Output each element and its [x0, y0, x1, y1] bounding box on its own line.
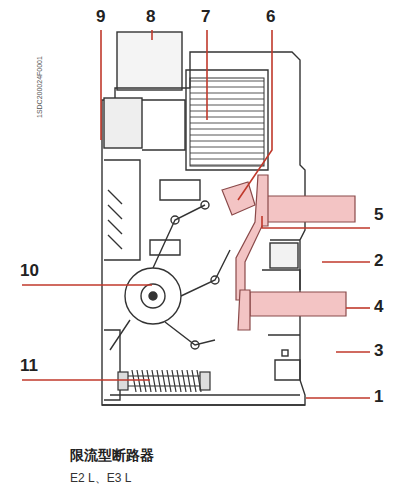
spring-coil [172, 370, 176, 392]
spring-coil [157, 370, 161, 392]
title: 限流型断路器 [70, 447, 154, 465]
callout-number: 6 [266, 8, 275, 25]
callout-number: 2 [374, 252, 383, 269]
callout-number: 1 [374, 388, 383, 405]
spring-coil [152, 370, 156, 392]
callout-number: 5 [374, 206, 383, 223]
callout-number: 11 [20, 357, 38, 374]
arc-chute-plates [190, 78, 264, 166]
spring [118, 370, 210, 392]
spring-coil [162, 370, 166, 392]
leader-lines [22, 30, 370, 398]
callout-number: 10 [20, 262, 39, 279]
callout-number: 3 [374, 342, 383, 359]
spring-coil [142, 370, 146, 392]
callout-number: 4 [374, 298, 383, 315]
callout-number: 7 [201, 8, 210, 25]
spring-coil [187, 370, 191, 392]
spring-coil [137, 370, 141, 392]
spring-coil [177, 370, 181, 392]
callout-number: 8 [146, 8, 155, 25]
spring-coil [197, 370, 201, 392]
current-path [222, 175, 355, 330]
spring-coil [167, 370, 171, 392]
spring-coil [192, 370, 196, 392]
callout-number: 9 [96, 8, 105, 25]
caption: E2 L、E3 L [70, 470, 131, 487]
spring-coil [182, 370, 186, 392]
spring-coil [147, 370, 151, 392]
drawing-code: 1SDC200024F0001 [36, 56, 43, 118]
spring-coil [132, 370, 136, 392]
